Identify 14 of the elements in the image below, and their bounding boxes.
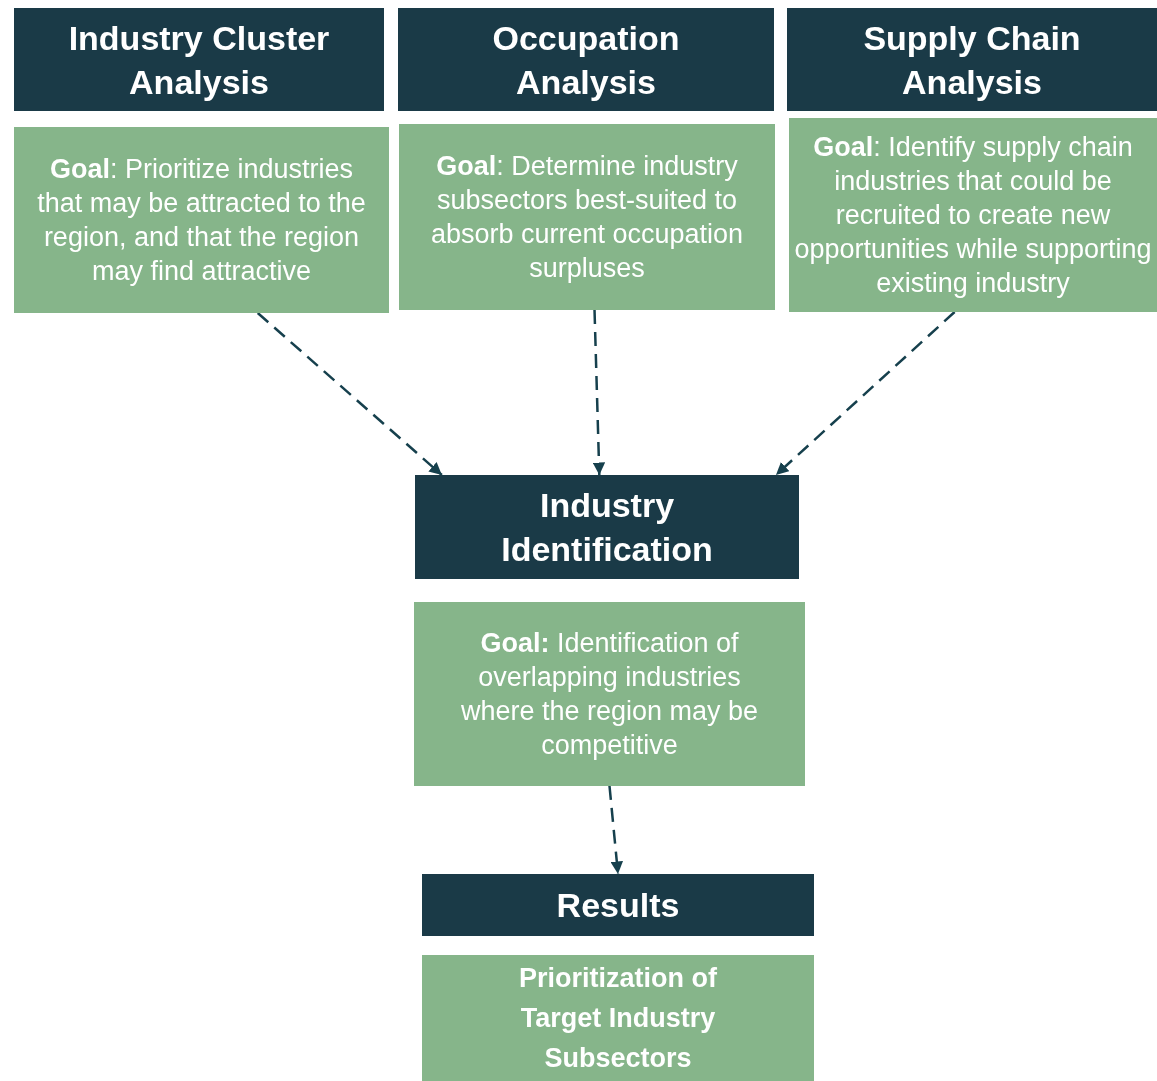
header-box: Industry Identification bbox=[415, 475, 799, 579]
header-box: Supply Chain Analysis bbox=[787, 8, 1157, 111]
dashed-arrow bbox=[775, 311, 956, 476]
dashed-arrow bbox=[608, 785, 623, 875]
header-box: Occupation Analysis bbox=[398, 8, 774, 111]
goal-box: Goal: Prioritize industries that may be attracted to the region, and that the region may find attractive bbox=[14, 127, 389, 313]
dashed-arrow bbox=[256, 312, 443, 476]
goal-box: Goal: Identification of overlapping industries where the region may be competitive bbox=[414, 602, 805, 786]
goal-box: Goal: Determine industry subsectors best-suited to absorb current occupation surpluses bbox=[399, 124, 775, 310]
header-box: Industry Cluster Analysis bbox=[14, 8, 384, 111]
header-box: Results bbox=[422, 874, 814, 936]
goal-box: Goal: Identify supply chain industries that could be recruited to create new opportunities while supporting existing industry bbox=[789, 118, 1157, 312]
result-box: Prioritization of Target Industry Subsectors bbox=[422, 955, 814, 1081]
dashed-arrow bbox=[592, 309, 606, 476]
